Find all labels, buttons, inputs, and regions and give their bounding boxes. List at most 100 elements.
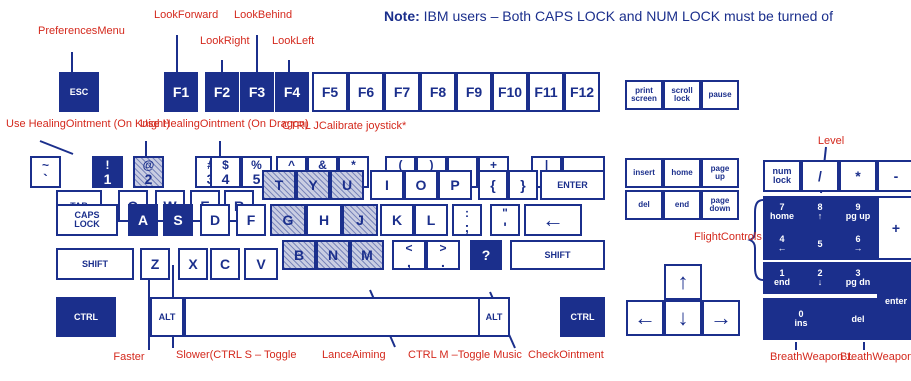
key-c[interactable]: C — [210, 248, 240, 280]
key-z[interactable]: Z — [140, 248, 170, 280]
key-arrow-down[interactable]: ↓ — [664, 300, 702, 336]
brace-flight — [747, 199, 764, 281]
key-f12[interactable]: F12 — [564, 72, 600, 112]
key-esc[interactable]: ESC — [59, 72, 99, 112]
key-g[interactable]: G — [270, 204, 306, 236]
label-level: Level — [817, 135, 845, 147]
key-numpad-plus[interactable]: + — [877, 196, 911, 260]
key-enter[interactable]: ENTER — [540, 170, 605, 200]
key-t[interactable]: T — [262, 170, 296, 200]
note-prefix: Note: — [384, 8, 420, 24]
note-text: IBM users – Both CAPS LOCK and NUM LOCK … — [423, 8, 833, 24]
key-f8[interactable]: F8 — [420, 72, 456, 112]
key-f11[interactable]: F11 — [528, 72, 564, 112]
key-left-shift[interactable]: SHIFT — [56, 248, 134, 280]
key-m[interactable]: M — [350, 240, 384, 270]
key-2[interactable]: @2 — [133, 156, 164, 188]
key-home[interactable]: home — [663, 158, 701, 188]
key-tilde[interactable]: ~` — [30, 156, 61, 188]
key-4[interactable]: $4 — [210, 156, 241, 188]
key-numpad-2[interactable]: 2↓ — [801, 262, 839, 294]
key-numpad-enter[interactable]: enter — [877, 262, 911, 340]
key-right-alt[interactable]: ALT — [478, 297, 510, 337]
key-n[interactable]: N — [316, 240, 350, 270]
key-x[interactable]: X — [178, 248, 208, 280]
key-comma[interactable]: <, — [392, 240, 426, 270]
label-lance-aiming: LanceAiming — [322, 349, 386, 361]
key-right-brace[interactable]: } — [508, 170, 538, 200]
label-look-forward: LookForward — [154, 9, 219, 21]
key-o[interactable]: O — [404, 170, 438, 200]
key-h[interactable]: H — [306, 204, 342, 236]
key-end[interactable]: end — [663, 190, 701, 220]
key-u[interactable]: U — [330, 170, 364, 200]
key-insert[interactable]: insert — [625, 158, 663, 188]
key-quote[interactable]: "' — [490, 204, 520, 236]
key-1[interactable]: !1 — [92, 156, 123, 188]
label-calibrate: CTRL JCalibrate joystick* — [282, 120, 407, 132]
key-numpad-6[interactable]: 6→ — [839, 228, 877, 260]
key-slash[interactable]: ? — [470, 240, 502, 270]
key-p[interactable]: P — [438, 170, 472, 200]
key-space[interactable] — [184, 297, 504, 337]
key-f7[interactable]: F7 — [384, 72, 420, 112]
label-look-behind: LookBehind — [234, 9, 293, 21]
key-right-shift[interactable]: SHIFT — [510, 240, 605, 270]
key-left-alt[interactable]: ALT — [150, 297, 184, 337]
key-f6[interactable]: F6 — [348, 72, 384, 112]
key-j[interactable]: J — [342, 204, 378, 236]
key-f4[interactable]: F4 — [275, 72, 309, 112]
key-l[interactable]: L — [414, 204, 448, 236]
key-arrow-left[interactable]: ← — [626, 300, 664, 336]
key-i[interactable]: I — [370, 170, 404, 200]
key-arrow-up[interactable]: ↑ — [664, 264, 702, 300]
key-pause[interactable]: pause — [701, 80, 739, 110]
key-semicolon[interactable]: :; — [452, 204, 482, 236]
label-slower: Slower(CTRL S – Toggle — [176, 349, 297, 361]
label-look-right: LookRight — [200, 35, 250, 47]
key-a[interactable]: A — [128, 204, 158, 236]
key-v[interactable]: V — [244, 248, 278, 280]
key-b[interactable]: B — [282, 240, 316, 270]
key-s[interactable]: S — [163, 204, 193, 236]
key-numpad-minus[interactable]: - — [877, 160, 911, 192]
key-numpad-4[interactable]: 4← — [763, 228, 801, 260]
label-toggle-music: CTRL M –Toggle Music — [408, 349, 522, 361]
key-f5[interactable]: F5 — [312, 72, 348, 112]
key-numpad-5[interactable]: 5 — [801, 228, 839, 260]
key-y[interactable]: Y — [296, 170, 330, 200]
key-f10[interactable]: F10 — [492, 72, 528, 112]
key-f9[interactable]: F9 — [456, 72, 492, 112]
key-f1[interactable]: F1 — [164, 72, 198, 112]
key-left-brace[interactable]: { — [478, 170, 508, 200]
key-period[interactable]: >. — [426, 240, 460, 270]
line-heal-knight — [39, 140, 74, 155]
key-d[interactable]: D — [200, 204, 230, 236]
key-numpad-star[interactable]: * — [839, 160, 877, 192]
key-enter-arrow[interactable]: ← — [524, 204, 582, 236]
key-f[interactable]: F — [236, 204, 266, 236]
key-left-ctrl[interactable]: CTRL — [56, 297, 116, 337]
key-f2[interactable]: F2 — [205, 72, 239, 112]
key-numpad-slash[interactable]: / — [801, 160, 839, 192]
key-arrow-right[interactable]: → — [702, 300, 740, 336]
key-right-ctrl[interactable]: CTRL — [560, 297, 605, 337]
label-breath-weapon-2: BreathWeapon 2 — [840, 351, 911, 363]
key-k[interactable]: K — [380, 204, 414, 236]
key-numpad-8[interactable]: 8↑ — [801, 196, 839, 228]
key-f3[interactable]: F3 — [240, 72, 274, 112]
key-delete[interactable]: del — [625, 190, 663, 220]
key-numpad-del[interactable]: del — [839, 298, 877, 340]
